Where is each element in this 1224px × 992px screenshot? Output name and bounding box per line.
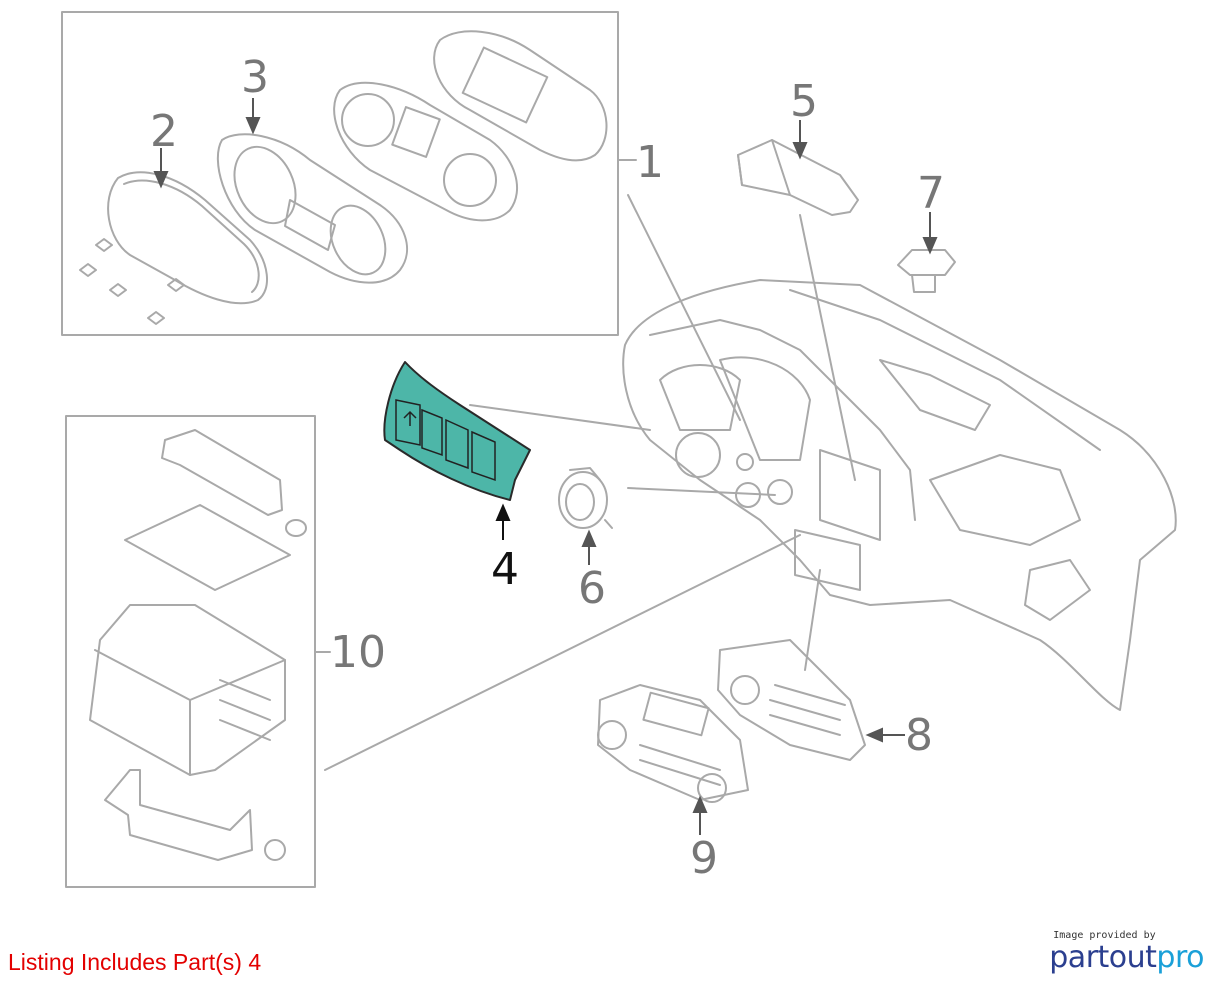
group-box-10 [65, 415, 316, 888]
callout-arrow-4 [495, 503, 511, 540]
callout-6: 6 [578, 563, 606, 614]
part-9-climate-control [597, 684, 749, 803]
brand-wordmark: partoutpro [1049, 941, 1204, 975]
callout-8: 8 [905, 710, 933, 761]
part-7-sensor [897, 249, 956, 293]
part-10-head-unit [89, 429, 307, 861]
callout-5: 5 [790, 76, 818, 127]
group-box-1 [61, 11, 619, 336]
brand-wordmark-part1: partout [1049, 940, 1157, 975]
leader-lines [314, 159, 856, 771]
listing-includes-text: Listing Includes Part(s) 4 [8, 949, 262, 975]
part-1-cluster-assembly [333, 30, 608, 222]
part-4-switch-panel[interactable] [383, 361, 531, 501]
brand-wordmark-part2: pro [1156, 940, 1204, 975]
callout-7: 7 [917, 168, 945, 219]
callout-9: 9 [690, 833, 718, 884]
brand-caption: Image provided by [1053, 930, 1156, 941]
callout-1: 1 [636, 137, 664, 188]
callout-2: 2 [150, 106, 178, 157]
brand-logo: Image provided by partoutpro [1049, 930, 1204, 975]
part-6-start-button [558, 467, 613, 529]
callout-3: 3 [241, 52, 269, 103]
dashboard-outline [622, 279, 1177, 711]
callout-4: 4 [491, 544, 519, 595]
part-3-cluster-bezel [216, 133, 409, 284]
part-8-climate-control [717, 639, 866, 761]
part-2-cluster-lens [79, 171, 269, 325]
callout-arrows [153, 98, 938, 835]
part-5-vent [737, 139, 859, 216]
callout-10: 10 [330, 627, 386, 678]
